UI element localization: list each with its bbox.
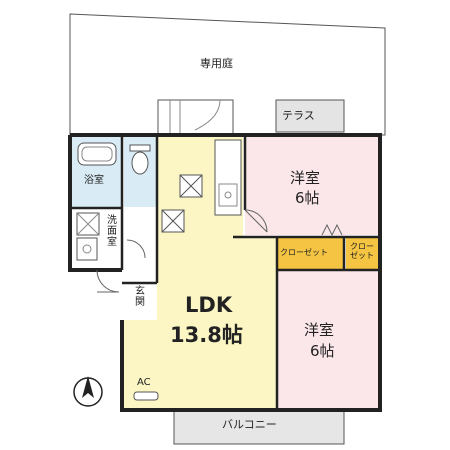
interior-walls	[72, 137, 380, 408]
western-room-top	[245, 137, 378, 235]
closet-small	[346, 237, 378, 270]
entrance-label: 玄関	[132, 285, 144, 307]
exterior-walls	[68, 133, 382, 412]
ldk-room	[122, 237, 277, 408]
closet-main-label: クローゼット	[280, 248, 328, 257]
ac-unit-icon	[133, 391, 159, 401]
ldk-name: LDK	[185, 293, 233, 317]
balcony-label: バルコニー	[222, 418, 277, 431]
toilet-icon	[129, 144, 151, 175]
washer-pan-icon	[76, 212, 100, 236]
bathtub-icon	[77, 142, 117, 166]
sink-icon	[76, 237, 98, 261]
ac-label: AC	[137, 377, 151, 388]
western-room-top-size: 6帖	[295, 189, 320, 207]
bath-label: 浴室	[84, 175, 104, 186]
western-room-top-name: 洋室	[290, 169, 321, 187]
stove-icon	[214, 139, 242, 216]
closet-main	[277, 237, 344, 270]
washroom-label: 洗面室	[104, 214, 116, 247]
western-room-bottom-size: 6帖	[310, 342, 335, 360]
vent-icon	[161, 174, 203, 233]
north-arrow-icon	[73, 376, 103, 407]
ldk-size: 13.8帖	[170, 323, 243, 347]
closet-doors	[321, 223, 343, 237]
entrance-area	[122, 283, 157, 320]
terrace-area	[275, 99, 345, 133]
terrace-label: テラス	[282, 109, 315, 122]
closet-small-label: クローゼット	[350, 242, 374, 261]
door-swings	[96, 209, 268, 293]
western-room-bottom	[277, 270, 378, 408]
western-room-bottom-name: 洋室	[304, 321, 335, 339]
garden-label: 専用庭	[200, 57, 233, 70]
